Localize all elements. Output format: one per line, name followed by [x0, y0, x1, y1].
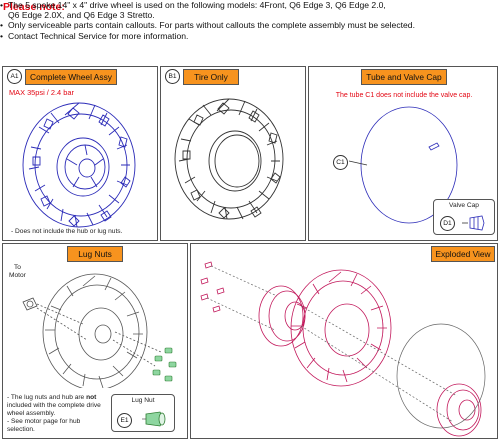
- note-list: The 5 spoke,14" x 4" drive wheel is used…: [0, 0, 492, 41]
- pressure-rating: MAX 35psi / 2.4 bar: [9, 88, 74, 97]
- exploded-view-title: Exploded View: [431, 246, 495, 262]
- panel-tire-only: B1 Tire Only: [160, 66, 306, 241]
- complete-wheel-title: Complete Wheel Assy: [25, 69, 117, 85]
- tube-valve-title: Tube and Valve Cap: [361, 69, 447, 85]
- callout-e1[interactable]: E1: [117, 413, 132, 428]
- lug-nut-diagram[interactable]: [3, 268, 189, 388]
- note-item: Contact Technical Service for more infor…: [0, 31, 492, 41]
- note-item: The 5 spoke,14" x 4" drive wheel is used…: [0, 0, 492, 20]
- valve-cap-box: Valve Cap D1: [433, 199, 495, 235]
- exploded-view-diagram[interactable]: [191, 246, 499, 438]
- valve-cap-icon: [462, 215, 485, 231]
- lug-nut-label: Lug Nut: [131, 397, 155, 404]
- lug-nut-icon: [142, 411, 166, 427]
- tube-note: The tube C1 does not include the valve c…: [335, 92, 473, 99]
- valve-cap-label: Valve Cap: [449, 202, 479, 209]
- callout-b1[interactable]: B1: [165, 69, 180, 84]
- callout-a1[interactable]: A1: [7, 69, 22, 84]
- complete-wheel-footnote: - Does not include the hub or lug nuts.: [11, 228, 123, 235]
- note-item: Only serviceable parts contain callouts.…: [0, 20, 492, 30]
- callout-d1[interactable]: D1: [440, 216, 455, 231]
- panel-complete-wheel: A1 Complete Wheel Assy MAX 35psi / 2.4 b…: [2, 66, 158, 241]
- panel-exploded-view: Exploded View: [190, 243, 498, 439]
- callout-c1[interactable]: C1: [333, 155, 348, 170]
- tube-image[interactable]: [309, 101, 499, 241]
- complete-wheel-image[interactable]: [3, 95, 159, 235]
- lug-nuts-note: - The lug nuts and hub are not included …: [7, 394, 101, 433]
- tire-only-title: Tire Only: [183, 69, 239, 85]
- lug-nuts-title: Lug Nuts: [67, 246, 123, 262]
- lug-nut-box: Lug Nut E1: [111, 394, 175, 432]
- tire-only-image[interactable]: [161, 89, 307, 229]
- panel-tube-valve: Tube and Valve Cap The tube C1 does not …: [308, 66, 498, 241]
